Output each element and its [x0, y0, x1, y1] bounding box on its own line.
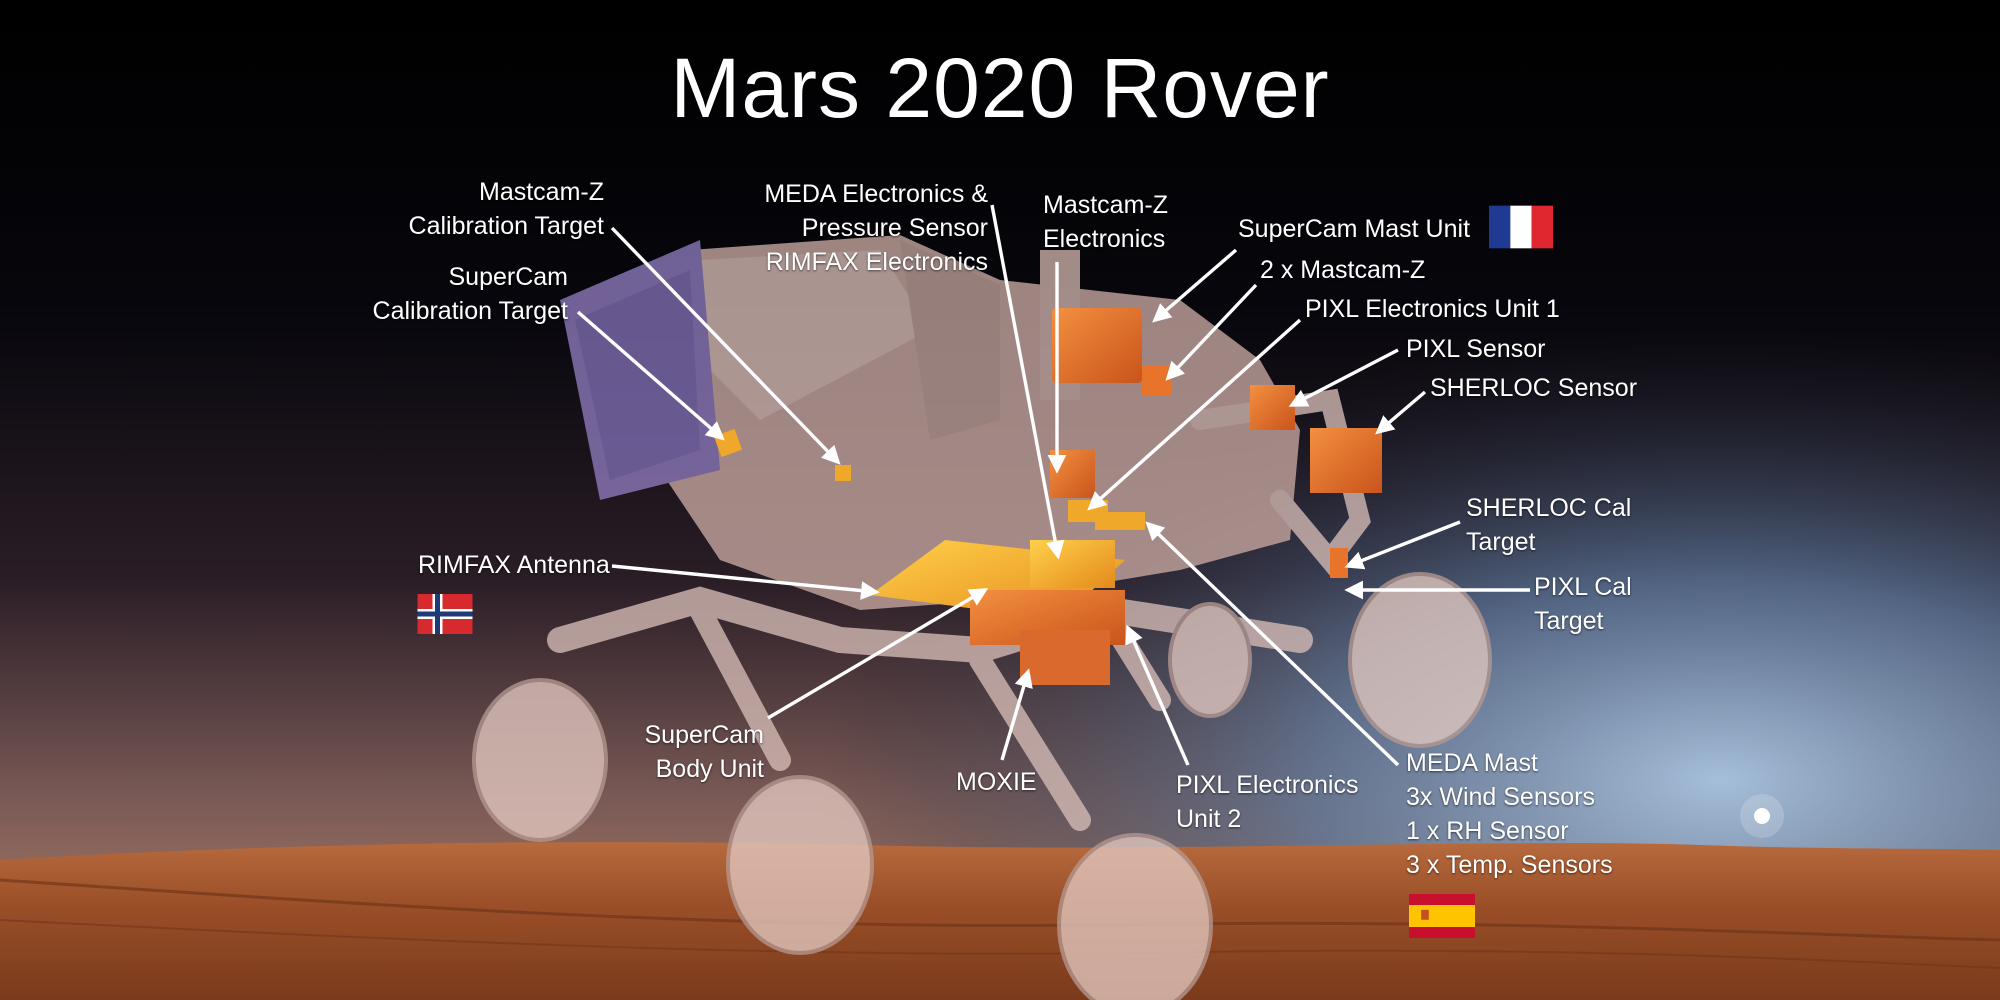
sherloc-sensor-instrument [1310, 428, 1382, 493]
sherloc-cal-instrument [1330, 548, 1348, 578]
arrow-supercam-cal [576, 310, 725, 441]
arrow-moxie [1000, 668, 1033, 761]
arrow-sherloc-cal [1344, 520, 1461, 570]
label-moxie: MOXIE [956, 768, 1037, 796]
arrow-meda-mast [1145, 521, 1400, 767]
label-pixl-electronics-unit-1: PIXL Electronics Unit 1 [1305, 295, 1560, 323]
arrow-supercam-body [767, 588, 989, 720]
arrow-mastcam-cal [610, 226, 841, 465]
label-pixl-sensor: PIXL Sensor [1406, 335, 1546, 363]
label-supercam-mast-unit: SuperCam Mast Unit [1238, 215, 1471, 243]
mastcam-cal-instrument [835, 465, 851, 481]
arrow-pixl-eu1 [1087, 318, 1302, 511]
france-flag [1489, 205, 1553, 249]
label-rimfax-antenna: RIMFAX Antenna [418, 551, 610, 579]
label-sherloc-sensor: SHERLOC Sensor [1430, 374, 1638, 402]
mars-ground [0, 842, 2000, 1000]
moxie-instrument [1020, 630, 1110, 685]
pixl-sensor-instrument [1250, 385, 1295, 430]
instrument-highlights [713, 308, 1382, 685]
arrow-pixl-sensor [1288, 348, 1399, 407]
arrow-supercam-mast [1152, 248, 1238, 323]
meda-electronics-instrument [1030, 540, 1115, 588]
label-2x-mastcam-z: 2 x Mastcam-Z [1260, 256, 1426, 284]
arrow-meda-electronics [990, 204, 1065, 560]
norway-flag [417, 594, 473, 634]
sun [1754, 808, 1770, 824]
supercam-mast-instrument [1052, 308, 1142, 383]
arrow-sherloc-sensor [1375, 390, 1427, 435]
callout-arrows [576, 204, 1530, 767]
arrow-mastcam-2x [1165, 283, 1258, 381]
mastcam-z-instrument [1142, 365, 1172, 395]
arrow-rimfax-antenna [611, 564, 880, 600]
diagram-title: Mars 2020 Rover [670, 41, 1330, 135]
spain-flag [1409, 894, 1475, 938]
arrow-pixl-eu2 [1125, 624, 1190, 766]
